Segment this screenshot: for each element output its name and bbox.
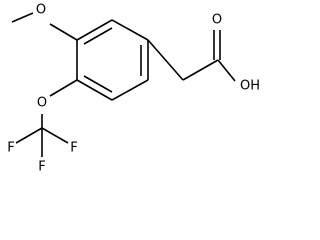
ring-bond-top-right [111, 19, 149, 41]
cf-bond-right [41, 127, 69, 144]
trifluoromethoxy-group: O F F F [7, 79, 78, 175]
hydroxyl-label: OH [240, 79, 260, 94]
ring-bond-bottom-right [111, 79, 149, 101]
ether-oxygen-label: O [37, 96, 47, 111]
ring-bond-top-left [76, 19, 113, 41]
cf-bond-left [15, 127, 43, 144]
chain-bond-ring-ch2 [147, 39, 184, 81]
methoxy-group: O [11, 3, 78, 41]
ether-bond-ring-oxygen [49, 79, 78, 97]
chemical-structure: O O F F F O OH [7, 3, 260, 175]
methoxy-bond-oxygen-methyl [11, 12, 34, 23]
fluorine-right-label: F [70, 141, 77, 156]
carbonyl-oxygen-label: O [212, 13, 222, 28]
acetic-acid-group: O OH [147, 13, 260, 94]
fluorine-bottom-label: F [38, 160, 45, 175]
chain-bond-ch2-carboxyl [182, 59, 219, 81]
hydroxyl-bond [217, 59, 236, 82]
ring-bond-bottom-left [76, 79, 113, 101]
benzene-ring [76, 19, 149, 101]
ring-double-bond-bottom [83, 75, 113, 93]
methoxy-oxygen-label: O [36, 3, 46, 18]
fluorine-left-label: F [7, 141, 14, 156]
ring-double-bond-top [83, 27, 113, 45]
structure-drawing: O O F F F O OH [7, 3, 260, 175]
methoxy-bond-ring-oxygen [49, 23, 78, 41]
